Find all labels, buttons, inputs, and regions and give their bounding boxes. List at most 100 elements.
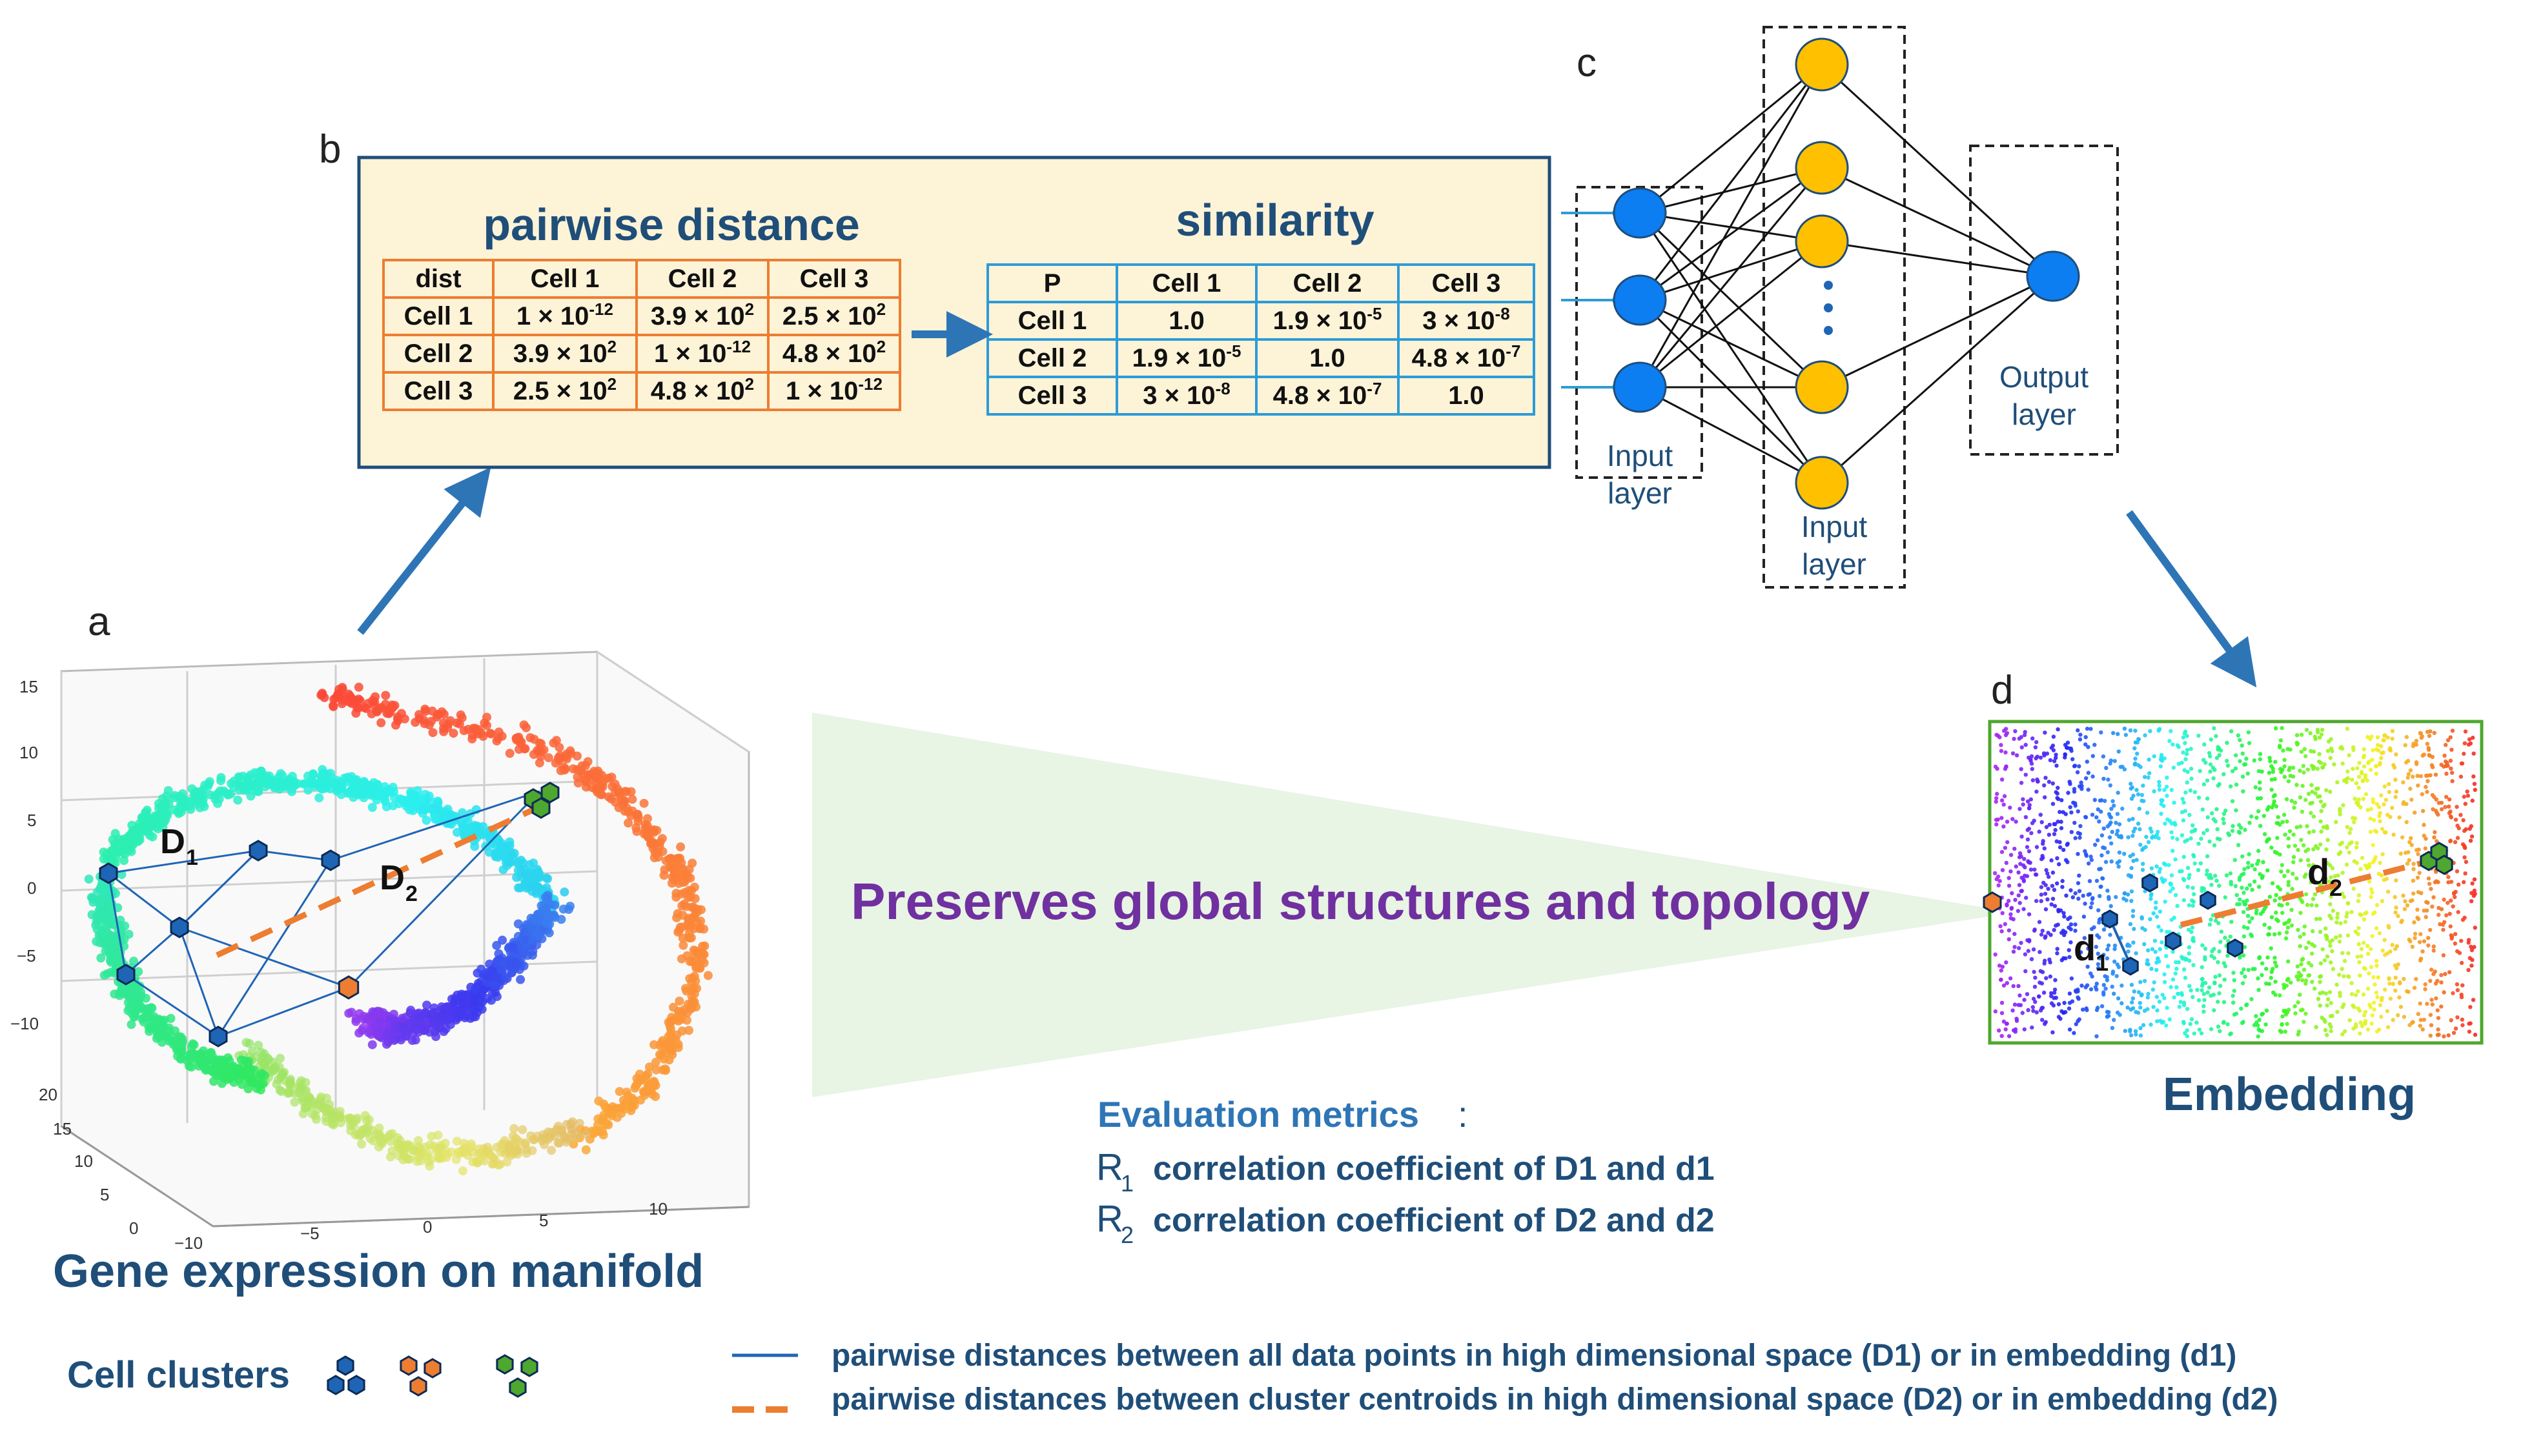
metric-r1-sub: 1 [1121,1170,1134,1197]
arrow-a-to-b [357,467,491,635]
legend-dashed-text: pairwise distances between cluster centr… [832,1382,2278,1417]
cluster-hexagon [520,1357,538,1377]
panel-a: a 15 10 5 0 −5 −10 20 15 [10,467,750,1297]
hidden-layer-label-1: Input [1801,510,1868,543]
input-layer-label-1: Input [1607,439,1673,472]
table-cell-text: Cell 2 [1018,344,1087,372]
table-cell [1397,376,1535,416]
cluster-hexagon [321,849,340,871]
cluster-hexagon [540,782,560,804]
table-cell-text: dist [415,265,461,293]
cluster-hexagon [531,797,551,819]
panel-letter-c: c [1577,41,1597,85]
y-tick: 10 [19,743,38,762]
input-layer-label-2: layer [1608,476,1672,510]
similarity-title: similarity [1176,195,1374,245]
input-node [1613,187,1667,239]
label-d2: d [2307,851,2329,892]
depth-tick: 0 [129,1218,138,1238]
hidden-node [1795,37,1849,92]
table-cell-text: 1.0 [1169,307,1205,335]
cluster-hexagon [2227,938,2243,958]
table-cell-text: Cell 3 [1432,269,1501,298]
cluster-markers-d [1983,842,2453,976]
cluster-hexagon [99,862,118,884]
label-d1: d [2074,927,2096,968]
table-cell-text: Cell 2 [668,265,737,293]
y-ticks: 15 10 5 0 −5 −10 [10,677,39,1033]
arrow-c-to-d [2126,510,2257,688]
metric-r1-text: correlation coefficient of D1 and d1 [1153,1150,1715,1188]
table-cell-text: 1.0 [1448,381,1484,410]
cluster-hexagon [347,1375,365,1395]
table-cell-text: 1.9 × 10-5 [1132,341,1241,372]
output-layer-label-1: Output [1999,360,2089,394]
cluster-hexagon [2165,931,2181,951]
hidden-node [1795,360,1849,414]
hidden-node [1795,214,1849,268]
panel-c: c Input layer Input layer Output layer [1561,26,2257,688]
cluster-markers-a [99,782,560,1047]
label-D2: D [380,858,405,897]
table-cell-text: 4.8 × 10-7 [1412,341,1521,372]
hidden-layer-box [1762,26,1906,589]
input-arrows [1561,210,1618,390]
panel-letter-d: d [1991,668,2013,713]
cluster-hexagon [2200,891,2216,910]
cluster-hexagon [2435,854,2453,875]
table-cell-text: 4.8 × 102 [651,374,754,405]
legend-clusters-label: Cell clusters [67,1354,290,1396]
table-cell-text: 2.5 × 102 [513,374,617,405]
hidden-node [1795,456,1849,510]
cluster-hexagon [424,1358,442,1379]
cluster-hexagon [2101,909,2118,929]
x-tick: 10 [649,1199,668,1218]
table-cell-text: 1.9 × 10-5 [1273,304,1382,335]
hidden-layer-label-2: layer [1802,547,1866,581]
x-tick: 0 [423,1217,432,1237]
cluster-hexagon [509,1377,527,1398]
x-ticks: −10 −5 0 5 10 [174,1199,668,1253]
cluster-hexagon [400,1355,418,1376]
table-cell-text: 3.9 × 102 [651,299,754,330]
y-tick: −10 [10,1014,39,1033]
x-tick: 5 [539,1211,548,1230]
metrics-title: Evaluation metrics [1098,1094,1419,1135]
table-cell-text: 1.0 [1309,344,1345,372]
metric-r2-letter: R [1096,1198,1123,1240]
distance-title: pairwise distance [483,199,860,250]
cluster-hexagon [336,1355,354,1376]
table-cell-text: Cell 3 [800,265,869,293]
table-cell-text: P [1044,269,1061,298]
label-D2-sub: 2 [405,882,418,906]
table-cell [767,371,901,411]
metrics-colon: : [1458,1094,1468,1135]
output-layer-box [1969,145,2119,456]
headline: Preserves global structures and topology [851,873,1870,930]
hidden-ellipsis [1824,281,1833,335]
label-d1-sub: 1 [2096,949,2109,976]
legend: Cell clusters pairwise distances between… [67,1339,2278,1417]
table-cell-text: Cell 2 [1293,269,1362,298]
output-layer-label-2: layer [2012,398,2076,431]
metric-r1-letter: R [1096,1146,1123,1188]
cluster-hexagon [496,1354,514,1375]
legend-cluster-swatches [327,1354,538,1398]
cluster-hexagon [327,1375,345,1395]
caption-embedding: Embedding [2163,1069,2416,1120]
network-nodes [1613,37,2080,510]
cluster-hexagon [209,1026,228,1047]
table-cell-text: Cell 1 [1018,307,1087,335]
cluster-hexagon [2141,873,2158,893]
funnel-shape [812,713,2014,1097]
legend-solid-text: pairwise distances between all data poin… [832,1339,2236,1373]
d1-embed-edge [2110,921,2132,966]
cluster-hexagon [338,975,360,1000]
table-cell-text: 3.9 × 102 [513,337,617,368]
table-cell-text: 4.8 × 102 [782,337,886,368]
table-cell-text: Cell 1 [531,265,600,293]
